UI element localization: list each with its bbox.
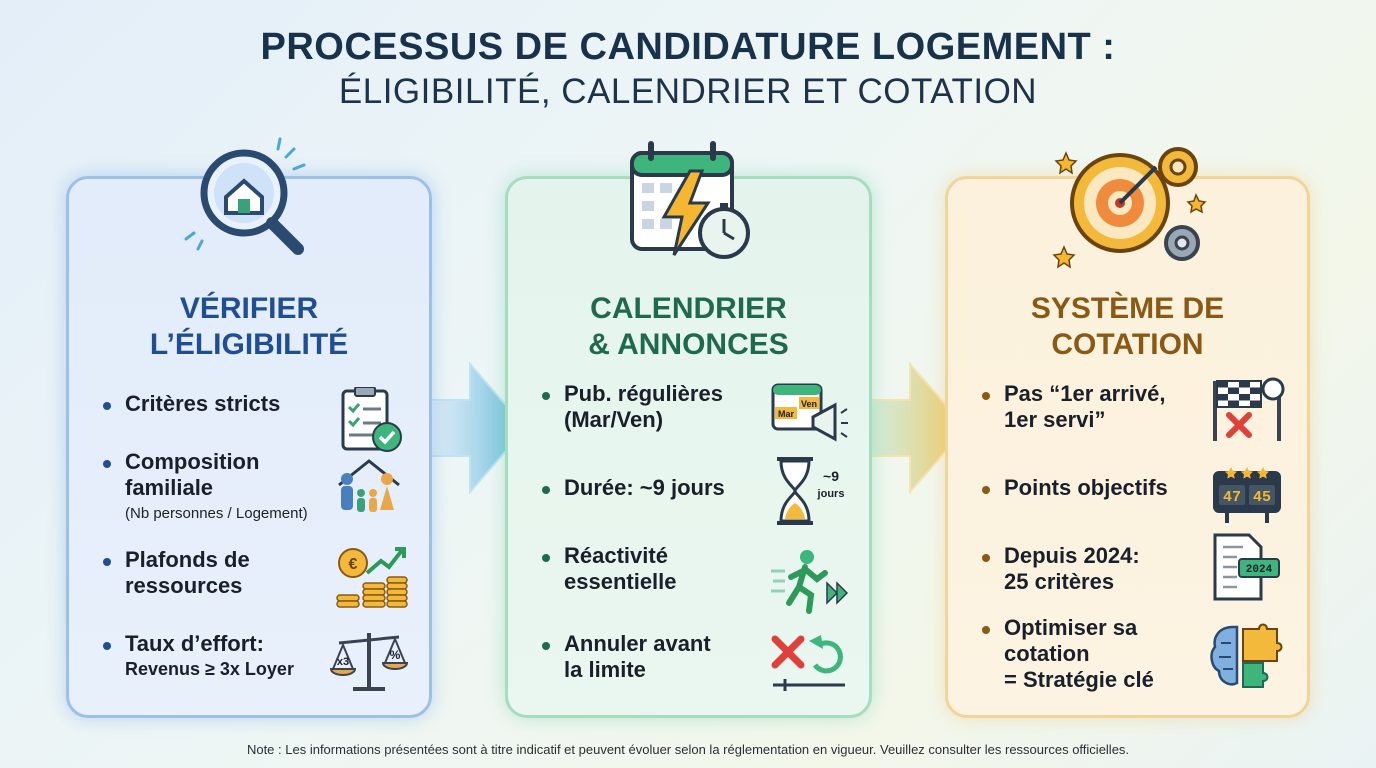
svg-text:45: 45: [1253, 489, 1271, 506]
arrow-right-icon: [868, 362, 968, 494]
list-item: Annuler avant la limite: [542, 631, 849, 691]
page-title: PROCESSUS DE CANDIDATURE LOGEMENT :: [260, 26, 1116, 68]
svg-text:€: €: [349, 556, 358, 573]
list-item: Optimiser sa cotation = Stratégie clé: [982, 615, 1287, 693]
family-house-icon: [338, 459, 400, 512]
bullet: [982, 486, 990, 494]
house-magnifier-icon: [69, 137, 429, 277]
list-item: Critères stricts: [103, 387, 409, 452]
calendar-megaphone-icon: Ven Mar: [771, 383, 848, 442]
panel-title: VÉRIFIER L’ÉLIGIBILITÉ: [149, 292, 349, 361]
bullet: [103, 558, 111, 566]
bullet: [542, 642, 550, 650]
list-item: Points objectifs 47 45: [982, 467, 1287, 523]
finish-flag-cross-icon: [1213, 377, 1285, 441]
arrow-right-icon: [428, 362, 528, 494]
list-item: Taux d’effort: Revenus ≥ 3x Loyer x3 %: [103, 631, 409, 691]
list-item: Depuis 2024: 25 critères 2024: [982, 533, 1287, 601]
hourglass-icon: ~9 jours: [777, 457, 845, 525]
svg-text:2024: 2024: [1246, 564, 1273, 576]
svg-text:x3: x3: [337, 656, 349, 668]
list-item: Pub. régulières (Mar/Ven) Ven Mar: [542, 381, 849, 442]
list-item: Durée: ~9 jours ~9 jours: [542, 457, 849, 525]
list-item: Composition familiale (Nb personnes / Lo…: [103, 449, 409, 525]
bullet: [103, 642, 111, 650]
page-subtitle: ÉLIGIBILITÉ, CALENDRIER ET COTATION: [338, 72, 1038, 111]
panel-title: SYSTÈME DE COTATION: [1030, 292, 1225, 361]
balance-scale-icon: x3 %: [329, 633, 409, 691]
panel-title: CALENDRIER & ANNONCES: [588, 292, 789, 361]
bullet: [982, 392, 990, 400]
target-gears-stars-icon: [948, 137, 1307, 277]
bullet: [542, 392, 550, 400]
running-person-icon: [771, 550, 849, 614]
list-item: Plafonds de ressources €: [103, 547, 409, 608]
bullet: [982, 626, 990, 634]
panel-eligibility: VÉRIFIER L’ÉLIGIBILITÉ Critères stricts …: [66, 137, 432, 718]
panel-scoring: SYSTÈME DE COTATION Pas “1er arrivé, 1er…: [945, 147, 1310, 718]
clipboard-check-icon: [341, 387, 402, 452]
bullet: [542, 486, 550, 494]
svg-text:47: 47: [1223, 489, 1241, 506]
bullet: [982, 554, 990, 562]
bullet: [103, 460, 111, 468]
calendar-lightning-stopwatch-icon: [508, 137, 869, 277]
svg-text:Mar: Mar: [778, 409, 795, 419]
svg-text:Ven: Ven: [801, 399, 817, 409]
brain-puzzle-icon: [1210, 623, 1283, 688]
scoreboard-icon: 47 45: [1213, 467, 1281, 523]
panel-calendar: CALENDRIER & ANNONCES Pub. régulières (M…: [505, 141, 872, 718]
euro-coins-growth-icon: €: [336, 547, 408, 608]
svg-text:~9: ~9: [823, 468, 839, 484]
disclaimer-note: Note : Les informations présentées sont …: [246, 742, 1130, 757]
cancel-undo-icon: [771, 635, 845, 691]
list-item: Réactivité essentielle: [542, 543, 849, 614]
bullet: [542, 554, 550, 562]
bullet: [103, 402, 111, 410]
list-item: Pas “1er arrivé, 1er servi”: [982, 377, 1287, 441]
svg-text:jours: jours: [817, 488, 845, 500]
svg-text:%: %: [390, 648, 401, 662]
criteria-document-icon: 2024: [1213, 533, 1280, 601]
